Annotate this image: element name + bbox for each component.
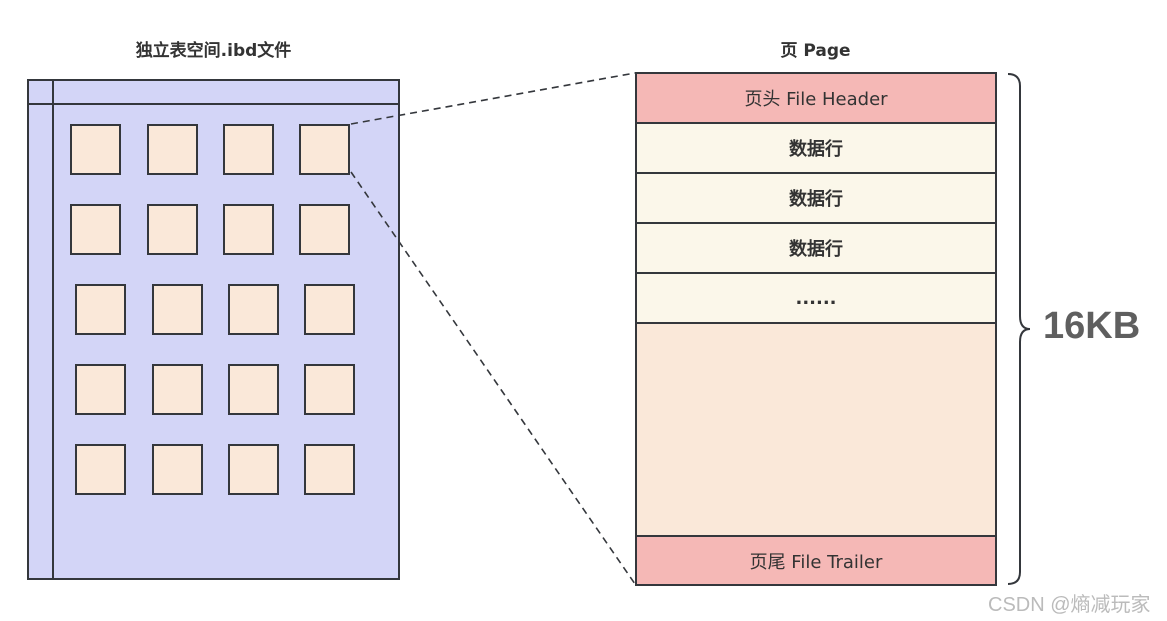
page-row-data: 数据行: [637, 122, 995, 172]
page-block: [299, 204, 350, 255]
page-block: [304, 444, 355, 495]
ibd-file-container: [27, 79, 400, 580]
page-title: 页 Page: [780, 41, 851, 61]
zoom-line-top: [350, 72, 636, 125]
page-row-data: ......: [637, 272, 995, 322]
page-block: [152, 364, 203, 415]
page-block: [152, 444, 203, 495]
page-row-header: 页头 File Header: [637, 74, 995, 122]
page-block: [304, 284, 355, 335]
page-row-trailer: 页尾 File Trailer: [637, 535, 995, 584]
page-block: [223, 204, 274, 255]
page-block: [147, 204, 198, 255]
page-block: [70, 204, 121, 255]
ibd-header-divider: [29, 103, 398, 105]
page-block: [70, 124, 121, 175]
page-block: [147, 124, 198, 175]
ibd-file-title: 独立表空间.ibd文件: [135, 41, 292, 61]
page-block: [75, 444, 126, 495]
page-row-data: 数据行: [637, 222, 995, 272]
page-block: [228, 284, 279, 335]
ibd-side-divider: [52, 81, 54, 578]
page-block: [223, 124, 274, 175]
size-brace: [1007, 73, 1031, 585]
watermark: CSDN @熵减玩家: [988, 594, 1151, 616]
page-block: [228, 364, 279, 415]
page-block: [75, 364, 126, 415]
page-row-data: 数据行: [637, 172, 995, 222]
zoom-line-bottom: [350, 171, 636, 585]
page-block: [299, 124, 350, 175]
page-row-free: [637, 322, 995, 535]
page-block: [228, 444, 279, 495]
page-block: [75, 284, 126, 335]
page-size-label: 16KB: [1043, 305, 1141, 347]
page-block: [304, 364, 355, 415]
page-block: [152, 284, 203, 335]
